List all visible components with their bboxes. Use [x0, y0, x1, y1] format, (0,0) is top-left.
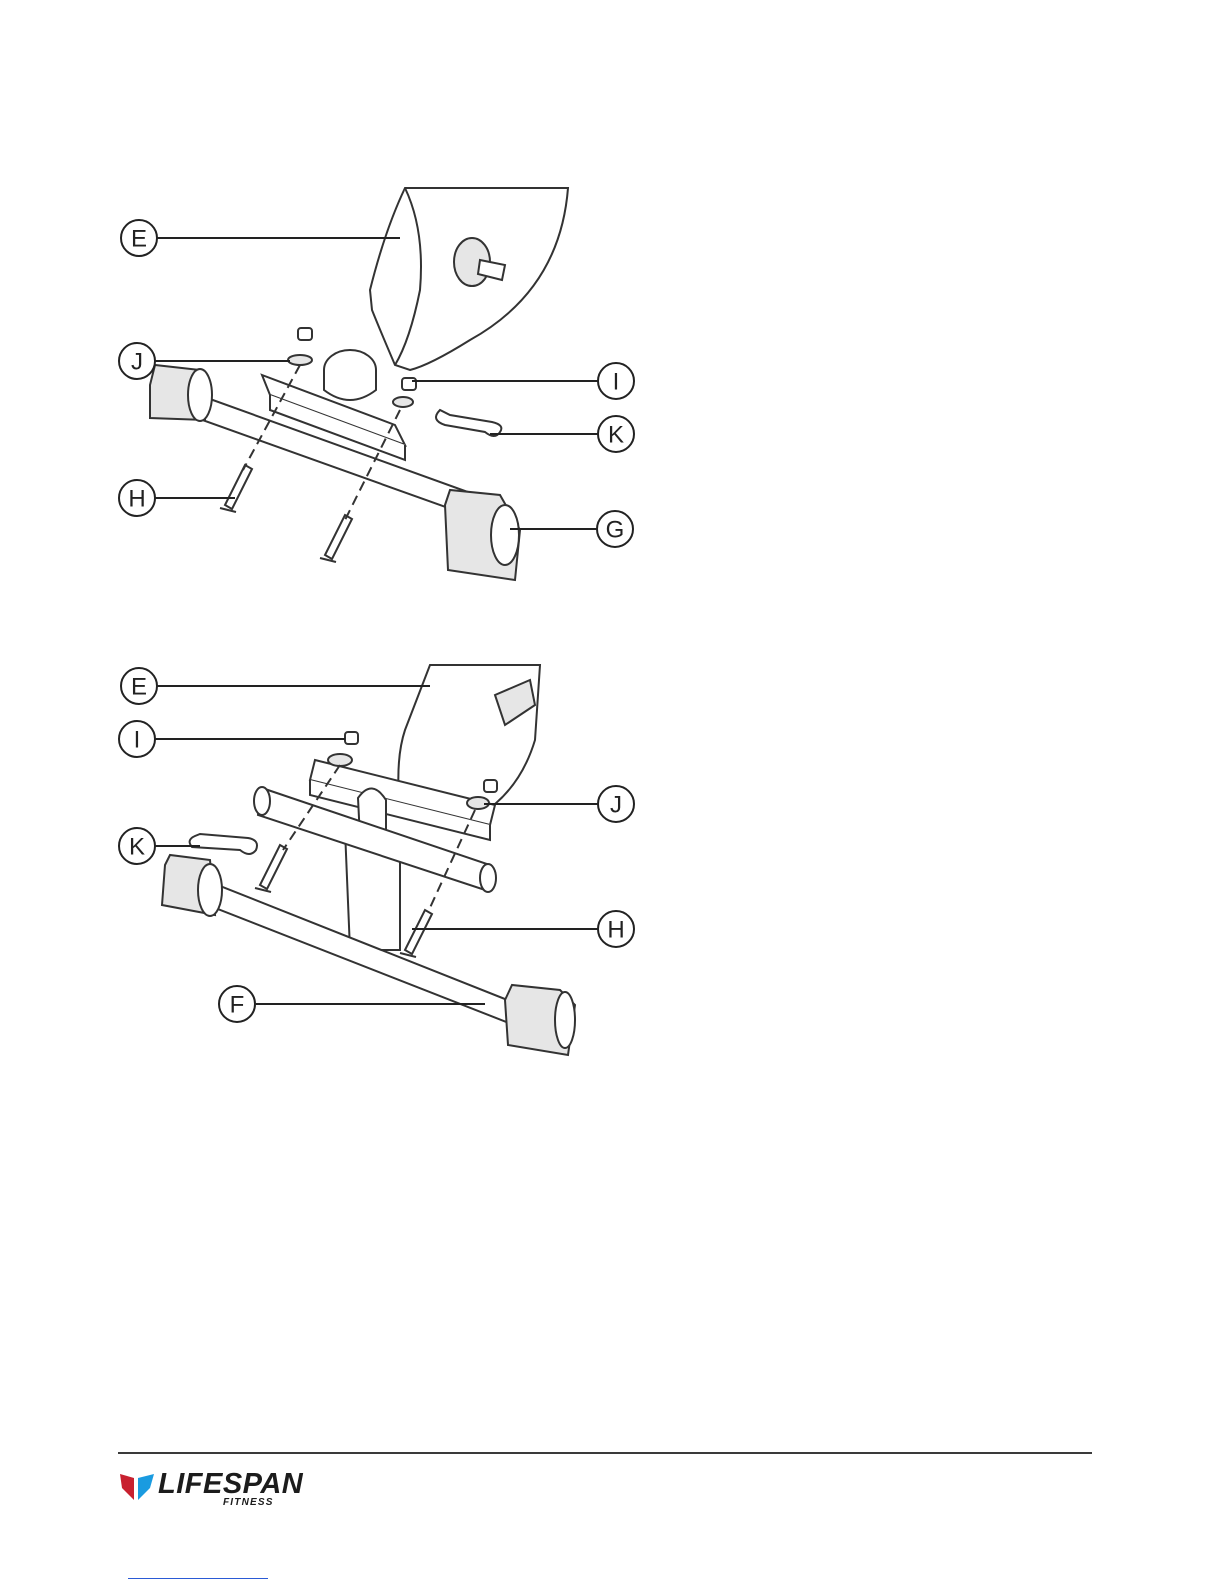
logo-subtitle: FITNESS: [223, 1497, 274, 1508]
svg-text:K: K: [129, 834, 145, 861]
svg-text:H: H: [607, 917, 624, 944]
svg-text:H: H: [128, 486, 145, 513]
lifespan-logo: LIFESPAN FITNESS: [118, 1468, 318, 1508]
rear-stabilizer-diagram: E I J K H F: [0, 650, 700, 1080]
svg-text:F: F: [230, 992, 245, 1019]
callout-i-front: I: [598, 363, 634, 399]
svg-text:E: E: [131, 226, 147, 253]
svg-text:I: I: [613, 369, 620, 396]
front-stabilizer-diagram: E J I K H G: [0, 170, 700, 610]
callout-e-front: E: [121, 220, 157, 256]
callout-h-rear: H: [598, 911, 634, 947]
heart-logo-icon: [118, 1470, 156, 1504]
callout-j-front: J: [119, 343, 155, 379]
callout-e-rear: E: [121, 668, 157, 704]
svg-text:K: K: [608, 422, 624, 449]
svg-text:I: I: [134, 727, 141, 754]
callout-f-rear: F: [219, 986, 255, 1022]
svg-text:E: E: [131, 674, 147, 701]
callout-h-front: H: [119, 480, 155, 516]
svg-text:J: J: [610, 792, 622, 819]
callout-j-rear: J: [598, 786, 634, 822]
callout-k-rear: K: [119, 828, 155, 864]
svg-text:J: J: [131, 349, 143, 376]
front-stabilizer-illustration: E J I K H G: [0, 170, 700, 610]
callout-k-front: K: [598, 416, 634, 452]
callout-g-front: G: [597, 511, 633, 547]
callout-i-rear: I: [119, 721, 155, 757]
footer-divider: [118, 1452, 1092, 1454]
svg-text:G: G: [606, 517, 625, 544]
rear-stabilizer-illustration: E I J K H F: [0, 650, 700, 1080]
footer-link-underline[interactable]: [128, 1578, 268, 1579]
